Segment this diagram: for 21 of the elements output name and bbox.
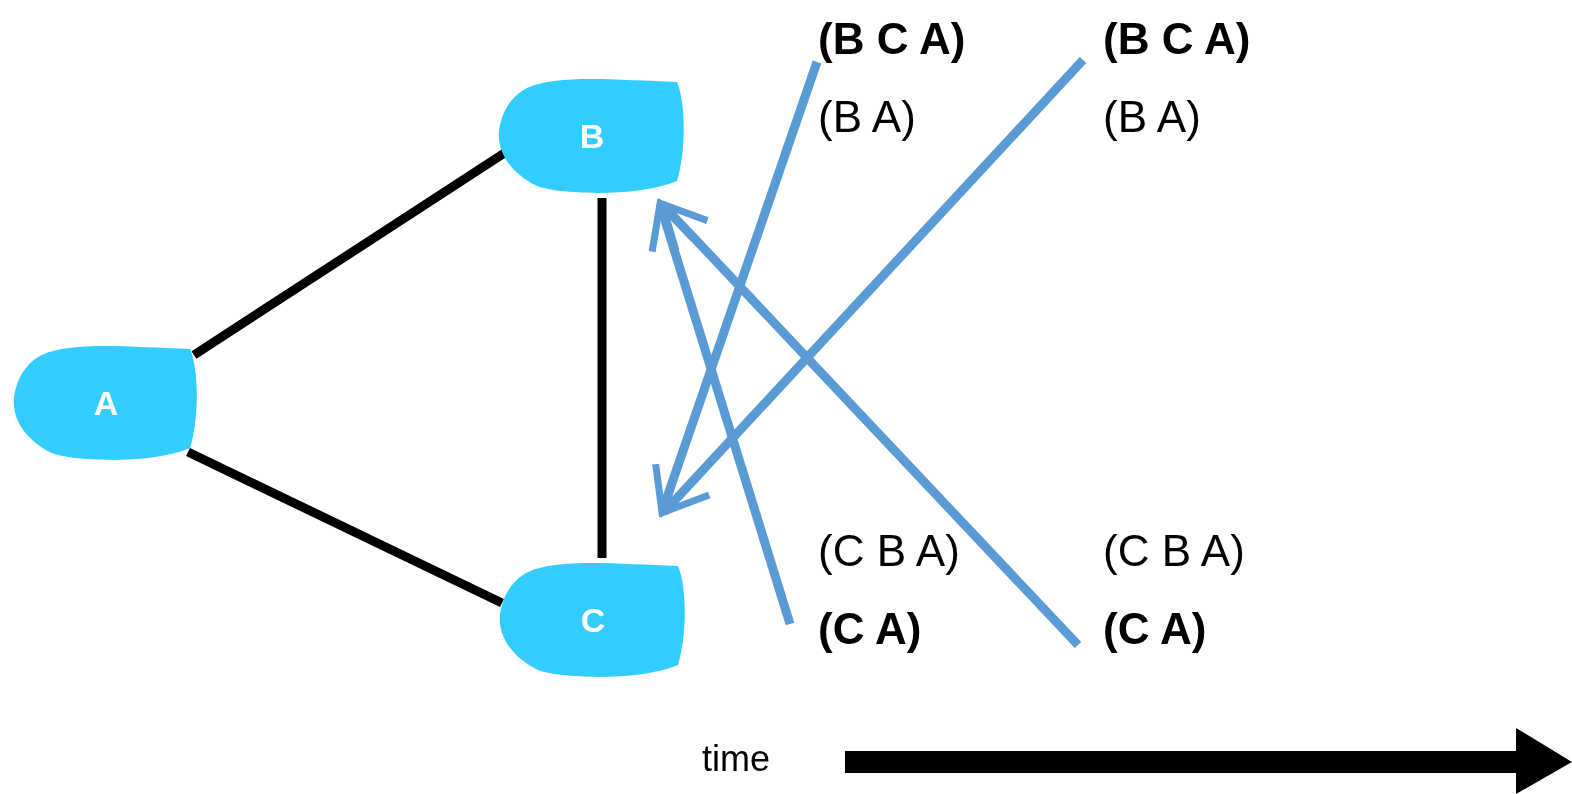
blob-node bbox=[497, 76, 687, 196]
arrow bbox=[652, 60, 822, 516]
order-list: (C B A) bbox=[1103, 512, 1303, 590]
connector bbox=[186, 447, 504, 608]
node-label: A bbox=[92, 383, 120, 423]
order-list: (B A) bbox=[1103, 78, 1303, 156]
connector bbox=[597, 198, 607, 558]
blob-node bbox=[498, 560, 688, 680]
arrow bbox=[658, 200, 1082, 649]
blob-node bbox=[12, 343, 200, 463]
node-label: C bbox=[579, 600, 607, 640]
order-list: (C A) bbox=[818, 590, 1018, 668]
order-list: (B A) bbox=[818, 78, 1018, 156]
order-list: (C B A) bbox=[818, 512, 1018, 590]
arrow bbox=[648, 200, 795, 626]
order-list: (C A) bbox=[1103, 590, 1303, 668]
order-list: (B C A) bbox=[1103, 0, 1303, 78]
node-label: B bbox=[578, 116, 606, 156]
order-list: (B C A) bbox=[818, 0, 1018, 78]
axis-label: time bbox=[702, 738, 770, 780]
arrow bbox=[660, 56, 1087, 516]
